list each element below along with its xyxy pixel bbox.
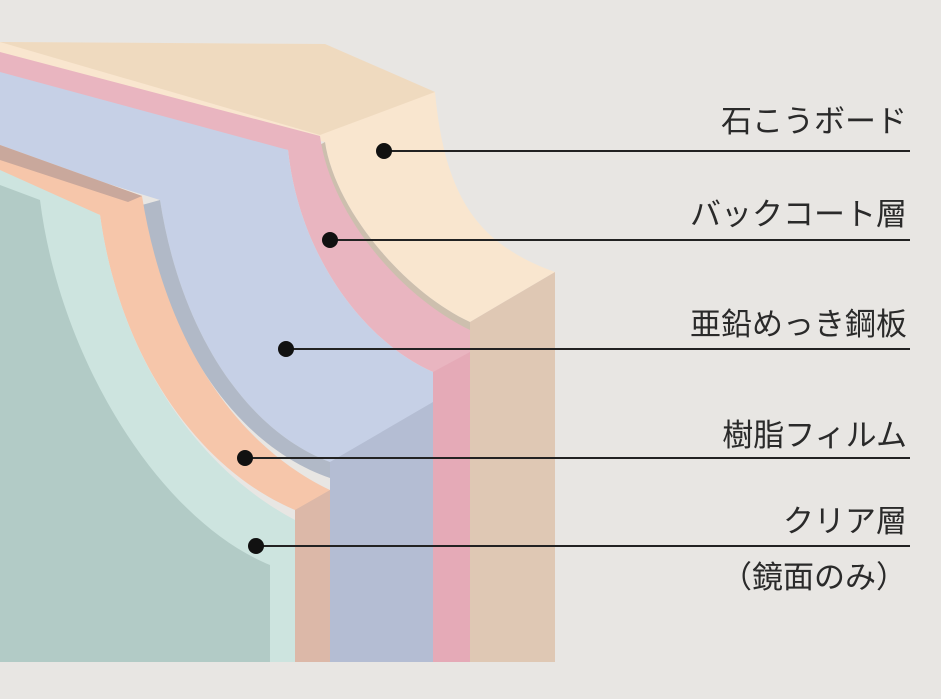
steel-sheet-layer xyxy=(0,72,433,662)
leader-dots xyxy=(237,143,392,554)
leader-dot-steel-sheet xyxy=(278,341,294,357)
leader-dot-clear-layer xyxy=(248,538,264,554)
label-steel-sheet: 亜鉛めっき鋼板 xyxy=(690,307,907,343)
label-back-coat: バックコート層 xyxy=(690,197,907,233)
gypsum-board-layer xyxy=(0,42,555,662)
leader-lines xyxy=(245,150,910,547)
leader-dot-resin-film xyxy=(237,450,253,466)
leader-dot-back-coat xyxy=(322,232,338,248)
label-clear-layer: クリア層 xyxy=(783,504,907,540)
resin-film-layer xyxy=(0,145,330,662)
label-resin-film: 樹脂フィルム xyxy=(722,418,907,454)
substrate-face xyxy=(0,185,270,662)
label-gypsum-board: 石こうボード xyxy=(721,104,907,140)
label-clear-layer-note: （鏡面のみ） xyxy=(721,560,907,596)
leader-dot-gypsum-board xyxy=(376,143,392,159)
back-coat-layer xyxy=(0,52,470,662)
